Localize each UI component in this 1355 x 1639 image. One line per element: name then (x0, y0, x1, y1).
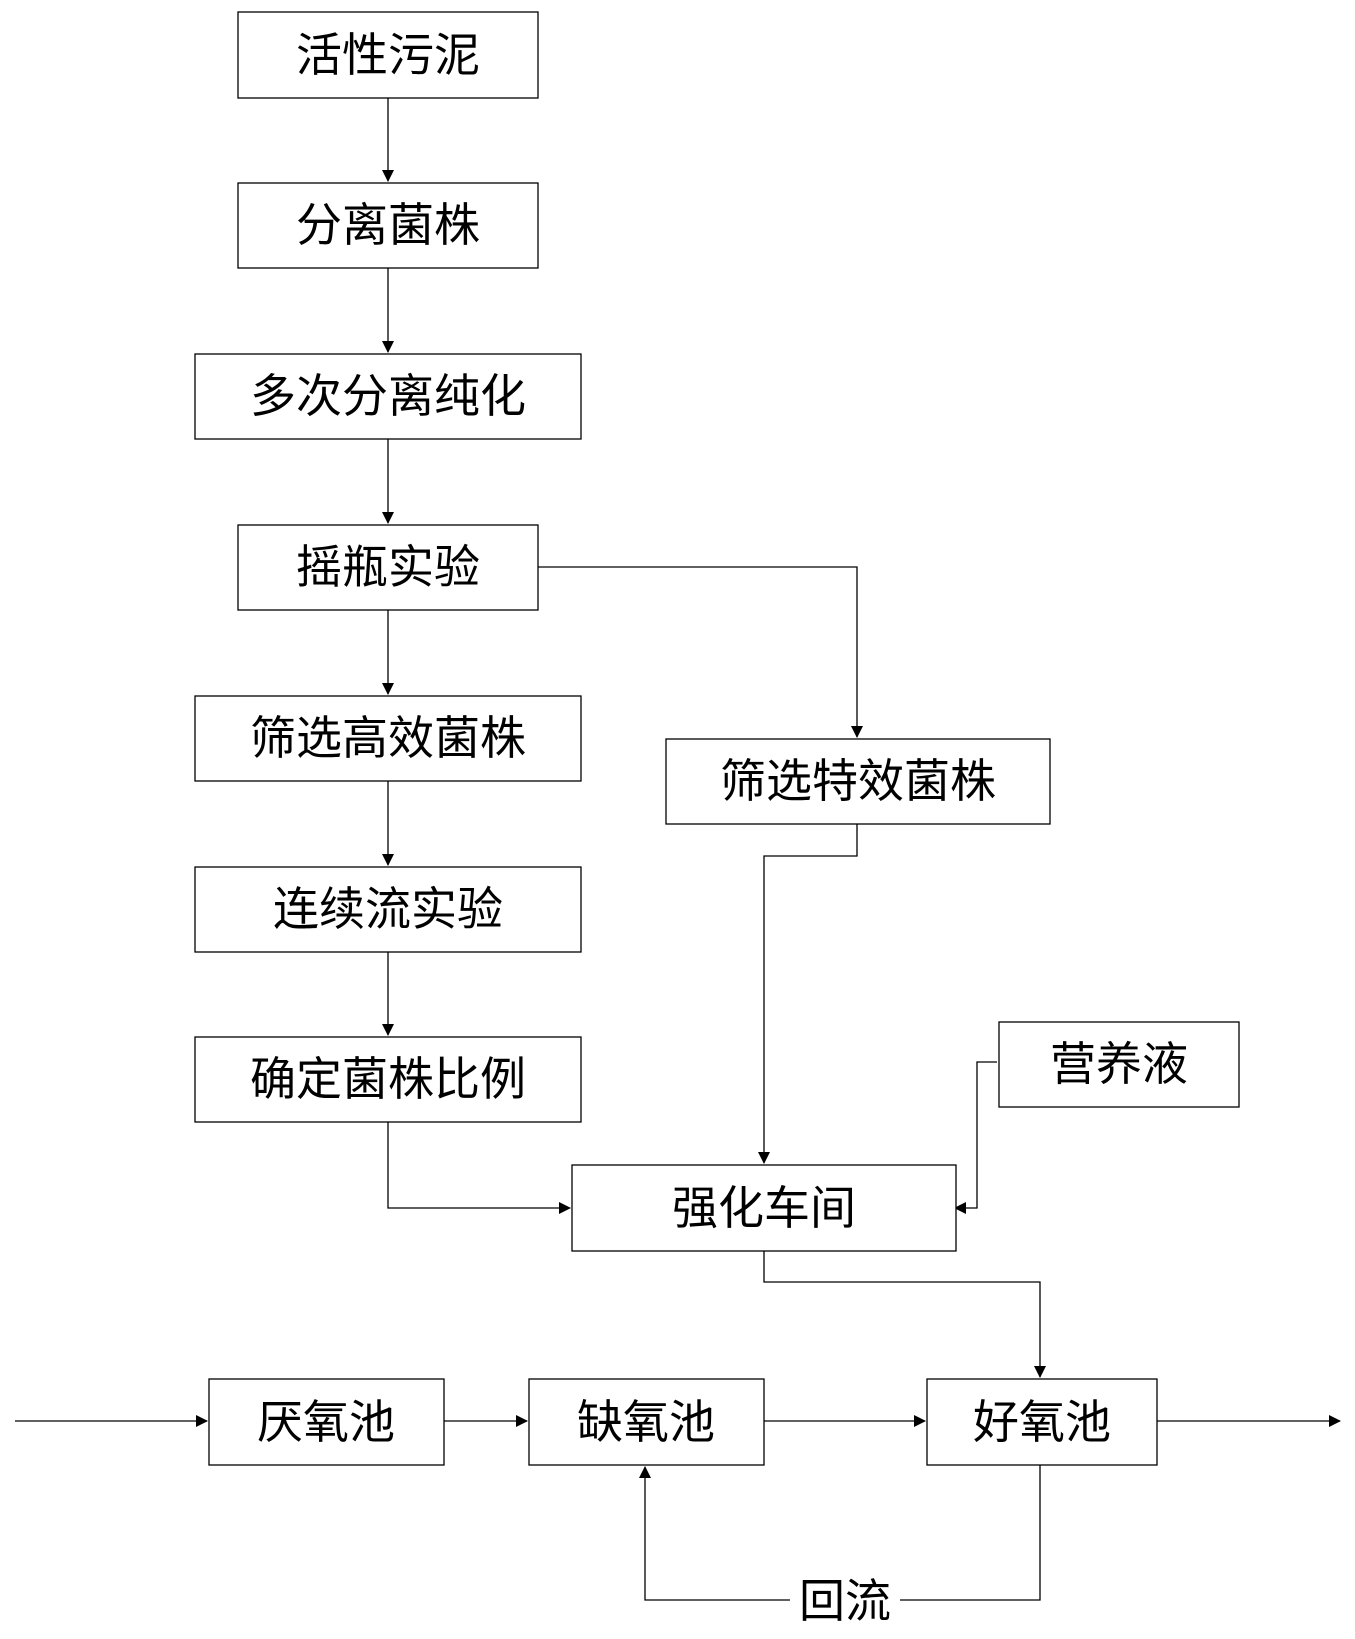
node-label: 筛选特效菌株 (720, 754, 996, 808)
node-label: 摇瓶实验 (296, 540, 480, 594)
edge-nutrient-to-workshop (954, 1061, 997, 1214)
node-repeated-isolation-purification: 多次分离纯化 (194, 353, 582, 440)
node-label: 筛选高效菌株 (250, 711, 526, 765)
node-anaerobic-tank: 厌氧池 (208, 1378, 445, 1466)
node-label: 连续流实验 (273, 882, 503, 936)
edge-ratio-to-workshop (387, 1122, 571, 1214)
node-label: 厌氧池 (257, 1395, 395, 1449)
node-enhancement-workshop: 强化车间 (571, 1164, 957, 1252)
node-label: 缺氧池 (577, 1395, 715, 1449)
node-shake-flask-experiment: 摇瓶实验 (237, 524, 539, 611)
node-screen-special-strains: 筛选特效菌株 (665, 738, 1051, 825)
node-label: 分离菌株 (296, 198, 480, 252)
edge-special-to-workshop (758, 824, 858, 1164)
node-label: 好氧池 (973, 1395, 1111, 1449)
node-isolate-strains: 分离菌株 (237, 182, 539, 269)
node-aerobic-tank: 好氧池 (926, 1378, 1158, 1466)
node-continuous-flow-experiment: 连续流实验 (194, 866, 582, 953)
node-determine-strain-ratio: 确定菌株比例 (194, 1036, 582, 1123)
node-activated-sludge: 活性污泥 (237, 11, 539, 99)
node-screen-efficient-strains: 筛选高效菌株 (194, 695, 582, 782)
edge-shake-to-special (537, 566, 863, 738)
node-label: 多次分离纯化 (250, 369, 526, 423)
node-label: 营养液 (1050, 1037, 1188, 1091)
node-nutrient-solution: 营养液 (998, 1021, 1240, 1108)
node-anoxic-tank: 缺氧池 (528, 1378, 765, 1466)
node-label: 确定菌株比例 (250, 1052, 526, 1106)
connectors (15, 98, 1341, 1601)
edge-label-return-flow: 回流 (799, 1574, 891, 1628)
edge-workshop-to-aerobic (763, 1251, 1046, 1378)
node-label: 强化车间 (672, 1181, 856, 1235)
node-label: 活性污泥 (296, 28, 480, 82)
return-flow-label: 回流 (790, 1574, 900, 1628)
